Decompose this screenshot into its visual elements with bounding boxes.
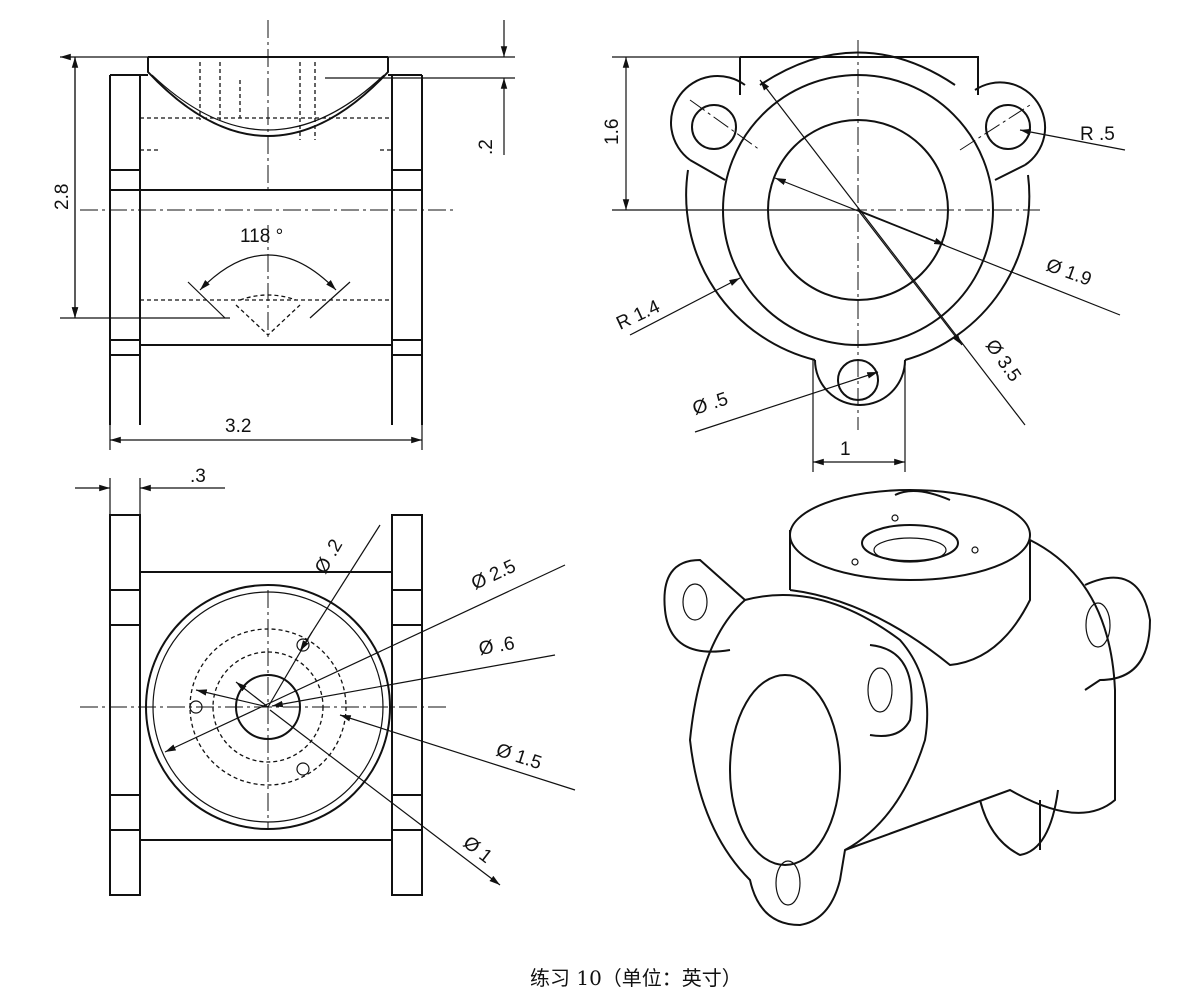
dim-outer-radius: R 1.4 [613, 296, 663, 334]
dim-flange-3: .3 [190, 466, 206, 487]
caption: 练习 10（单位：英寸） [530, 966, 742, 990]
side-view: .3 Ø .2 Ø 2.5 Ø .6 Ø 1.5 Ø 1 [75, 466, 576, 896]
dim-angle-118: 118 ° [240, 226, 283, 247]
dim-inner-dia: Ø 1.9 [1043, 255, 1094, 291]
dim-lug-radius: R .5 [1080, 124, 1115, 145]
dim-lug-width: 1 [840, 439, 851, 460]
front-view: 2.8 .2 118 ° 3.2 [52, 20, 515, 450]
top-view: 1.6 R .5 Ø 1.9 R 1.4 Ø 3.5 Ø .5 1 [602, 40, 1126, 472]
dim-inner-circle: Ø 1 [459, 832, 496, 867]
dim-outer-dia-2-5: Ø 2.5 [468, 556, 519, 595]
dim-hole-dia: Ø .5 [690, 389, 731, 420]
dim-outer-dia: Ø 3.5 [981, 336, 1025, 386]
dim-bolt-circle: Ø 1.5 [493, 740, 544, 774]
dim-bore-dia: Ø .6 [477, 633, 516, 660]
dim-height-1-6: 1.6 [602, 119, 623, 145]
dim-width-3-2: 3.2 [225, 416, 251, 437]
dim-height-2-8: 2.8 [52, 184, 73, 210]
isometric-view [663, 489, 1152, 927]
dim-depth-2: .2 [476, 139, 497, 155]
